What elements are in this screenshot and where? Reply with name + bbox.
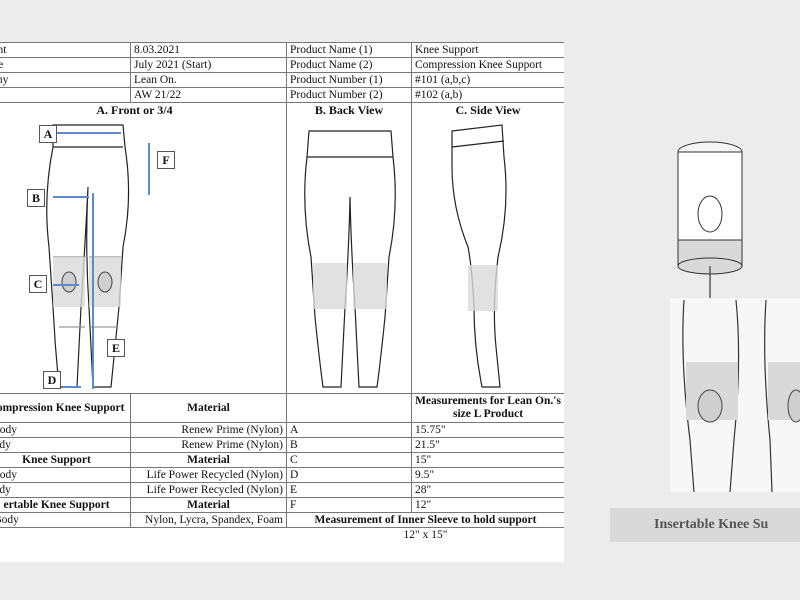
spec-row: t BodyLife Power Recycled (Nylon)D9.5" bbox=[0, 467, 564, 483]
spec-key: A bbox=[286, 422, 412, 438]
side-view-title: C. Side View bbox=[455, 103, 521, 118]
spec-part: Body bbox=[0, 437, 131, 453]
header-label: Sent bbox=[0, 42, 131, 58]
spec-row: t BodyRenew Prime (Nylon)A15.75" bbox=[0, 422, 564, 438]
back-view-title: B. Back View bbox=[314, 103, 384, 118]
spec-key: E bbox=[286, 482, 412, 498]
insertable-support-panel bbox=[600, 0, 800, 600]
blank-header bbox=[286, 393, 412, 423]
spec-material: Material bbox=[130, 452, 287, 468]
spec-material: Life Power Recycled (Nylon) bbox=[130, 482, 287, 498]
sleeve-size-row: 12" x 15" bbox=[0, 528, 564, 543]
views-row: A. Front or 3/4 bbox=[0, 102, 564, 394]
spec-part: t Body bbox=[0, 422, 131, 438]
marker-b: B bbox=[27, 189, 45, 207]
front-view-leggings-drawing bbox=[46, 124, 150, 389]
spec-header-row: Compression Knee Support Material Measur… bbox=[0, 393, 564, 423]
header-row: lineJuly 2021 (Start)Product Name (2)Com… bbox=[0, 57, 564, 73]
insertable-support-illustration bbox=[670, 141, 800, 493]
spec-key: D bbox=[286, 467, 412, 483]
back-view-leggings-drawing bbox=[304, 130, 396, 388]
header-value: July 2021 (Start) bbox=[130, 57, 287, 73]
spec-value: 21.5" bbox=[411, 437, 564, 453]
spec-part: e Body bbox=[0, 512, 131, 528]
spec-material: Life Power Recycled (Nylon) bbox=[130, 467, 287, 483]
marker-e: E bbox=[107, 339, 125, 357]
side-view-cell: C. Side View bbox=[411, 102, 564, 394]
sleeve-size: 12" x 15" bbox=[403, 529, 448, 541]
header-value: 8.03.2021 bbox=[130, 42, 287, 58]
front-view-cell: A. Front or 3/4 bbox=[0, 102, 287, 394]
marker-c: C bbox=[29, 275, 47, 293]
spec-material: Renew Prime (Nylon) bbox=[130, 422, 287, 438]
header-label: line bbox=[0, 57, 131, 73]
spec-row: e BodyNylon, Lycra, Spandex, FoamMeasure… bbox=[0, 512, 564, 528]
header-field: Product Name (2) bbox=[286, 57, 412, 73]
header-field: Product Number (2) bbox=[286, 87, 412, 103]
marker-a: A bbox=[39, 125, 57, 143]
side-view-leggings-drawing bbox=[451, 124, 507, 388]
spec-part: Body bbox=[0, 482, 131, 498]
header-field-value: #102 (a,b) bbox=[411, 87, 564, 103]
spec-row: BodyLife Power Recycled (Nylon)E28" bbox=[0, 482, 564, 498]
header-field-value: Knee Support bbox=[411, 42, 564, 58]
spec-part: t Body bbox=[0, 467, 131, 483]
spec-key: B bbox=[286, 437, 412, 453]
spec-value: 9.5" bbox=[411, 467, 564, 483]
header-field: Product Number (1) bbox=[286, 72, 412, 88]
marker-d: D bbox=[43, 371, 61, 389]
header-field: Product Name (1) bbox=[286, 42, 412, 58]
spec-material: Renew Prime (Nylon) bbox=[130, 437, 287, 453]
spec-row: BodyRenew Prime (Nylon)B21.5" bbox=[0, 437, 564, 453]
spec-key: F bbox=[286, 497, 412, 513]
insertable-caption: Insertable Knee Su bbox=[610, 508, 800, 542]
header-value: Lean On. bbox=[130, 72, 287, 88]
compression-header: Compression Knee Support bbox=[0, 393, 131, 423]
header-row: panyLean On.Product Number (1)#101 (a,b,… bbox=[0, 72, 564, 88]
header-value: AW 21/22 bbox=[130, 87, 287, 103]
header-field-value: #101 (a,b,c) bbox=[411, 72, 564, 88]
spec-value: 15" bbox=[411, 452, 564, 468]
spec-value: 12" bbox=[411, 497, 564, 513]
measurements-header: Measurements for Lean On.'s size L Produ… bbox=[411, 393, 564, 423]
material-header: Material bbox=[130, 393, 287, 423]
spec-material: Material bbox=[130, 497, 287, 513]
spec-material: Nylon, Lycra, Spandex, Foam bbox=[130, 512, 287, 528]
marker-f: F bbox=[157, 151, 175, 169]
spec-value: 15.75" bbox=[411, 422, 564, 438]
spec-part: Knee Support bbox=[0, 452, 131, 468]
spec-key: C bbox=[286, 452, 412, 468]
header-label: pany bbox=[0, 72, 131, 88]
spec-part: ertable Knee Support bbox=[0, 497, 131, 513]
back-view-cell: B. Back View bbox=[286, 102, 412, 394]
header-field-value: Compression Knee Support bbox=[411, 57, 564, 73]
front-view-title: A. Front or 3/4 bbox=[96, 103, 173, 118]
inner-sleeve-measure-header: Measurement of Inner Sleeve to hold supp… bbox=[286, 512, 564, 528]
header-label: on bbox=[0, 87, 131, 103]
spec-value: 28" bbox=[411, 482, 564, 498]
